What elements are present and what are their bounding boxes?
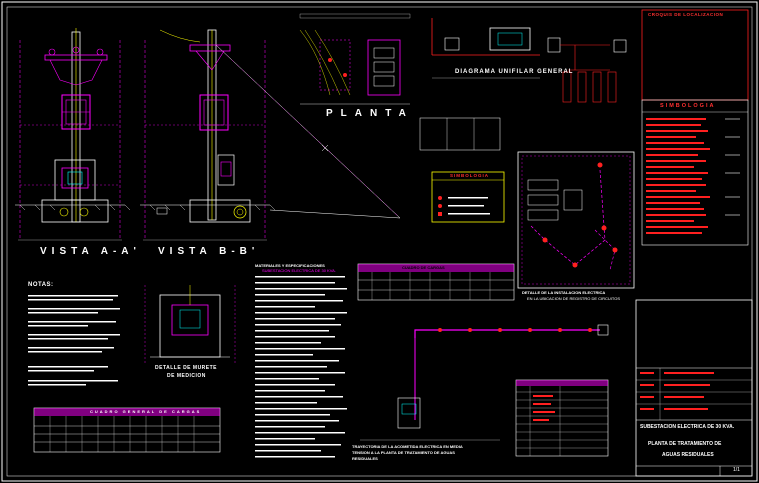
symbology-center: [431, 171, 505, 223]
vista-b-elevation: [140, 29, 401, 241]
title-block: [635, 299, 753, 477]
single-line-diagram-title: DIAGRAMA UNIFILAR GENERAL: [455, 69, 574, 75]
vista-a-elevation: [15, 28, 131, 241]
installation-detail-title-2: EN LA UBICACION DE REGISTRO DE CIRCUITOS: [527, 296, 621, 301]
location-sketch-title: CROQUIS DE LOCALIZACION: [648, 12, 724, 17]
meter-wall-detail: [144, 285, 236, 365]
center-load-table-title: CUADRO DE CARGAS: [402, 265, 445, 270]
notes-block: [28, 295, 120, 386]
center-grid-table: [419, 117, 501, 151]
general-load-table-title: CUADRO GENERAL DE CARGAS: [90, 409, 202, 414]
vista-a-label: VISTA A-A': [40, 246, 141, 257]
materials-title-1: MATERIALES Y ESPECIFICACIONES: [255, 263, 325, 268]
installation-detail-title-1: DETALLE DE LA INSTALACION ELECTRICA: [522, 290, 606, 295]
service-route-title-1: TRAYECTORIA DE LA ACOMETIDA ELECTRICA EN…: [352, 444, 463, 449]
sheet-number: 1/1: [733, 467, 740, 473]
center-load-table: [357, 263, 515, 301]
service-route: [360, 324, 609, 441]
title-block-line-2: PLANTA DE TRATAMIENTO DE: [648, 441, 722, 447]
planta-plan-view: [299, 13, 411, 105]
meter-detail-title-1: DETALLE DE MURETE: [155, 365, 218, 371]
materials-list: [255, 276, 347, 458]
single-line-diagram: [431, 18, 627, 103]
title-block-line-3: AGUAS RESIDUALES: [662, 452, 714, 458]
service-route-title-3: RESIDUALES: [352, 456, 378, 461]
symbology-right-title: SIMBOLOGIA: [660, 103, 716, 109]
vista-b-label: VISTA B-B': [158, 246, 260, 257]
notes-title: NOTAS:: [28, 282, 54, 288]
symbology-right: [641, 99, 749, 246]
title-block-line-1: SUBESTACION ELECTRICA DE 30 KVA.: [640, 424, 735, 430]
lower-specs-table: [515, 379, 609, 457]
planta-label: PLANTA: [326, 108, 414, 119]
general-load-table: [33, 407, 221, 453]
symbology-center-title: SIMBOLOGIA: [450, 173, 489, 178]
installation-detail: [517, 151, 635, 289]
location-sketch-box: [641, 9, 749, 101]
service-route-title-2: TENSION A LA PLANTA DE TRATAMIENTO DE AG…: [352, 450, 455, 455]
meter-detail-title-2: DE MEDICION: [167, 373, 206, 379]
materials-title-2: SUBESTACION ELECTRICA DE 30 KVA.: [262, 268, 336, 273]
